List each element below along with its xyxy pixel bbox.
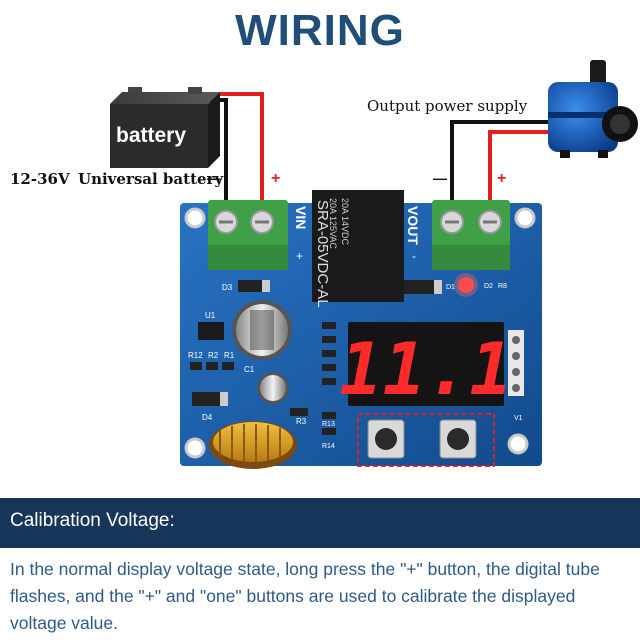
board-plus-label: + (296, 249, 303, 263)
battery-name-label: battery (116, 124, 187, 147)
output-negative-wire (450, 120, 548, 206)
battery-voltage-label: 12-36V (10, 170, 70, 188)
diode-near-led (404, 280, 442, 294)
label-d4: D4 (202, 413, 213, 422)
output-terminal-block (432, 200, 510, 270)
page-title: WIRING (235, 6, 405, 55)
label-v1: V1 (514, 415, 523, 422)
mounting-hole (184, 207, 206, 229)
relay: 20A 14VDC 20A 125VAC SRA-05VDC-AL (312, 190, 404, 308)
label-r12: R12 (188, 351, 203, 360)
section-header-bar: Calibration Voltage: (0, 498, 640, 548)
buttons-highlight (357, 413, 495, 467)
label-u1: U1 (205, 311, 216, 320)
battery-negative-label: — (207, 170, 221, 186)
wiring-diagram: 20A 14VDC 20A 125VAC SRA-05VDC-AL VIN VO… (110, 60, 638, 469)
calibration-description: In the normal display voltage state, lon… (10, 559, 600, 633)
mounting-hole (184, 437, 206, 459)
resistor-r12 (190, 362, 202, 370)
label-r3: R3 (296, 417, 307, 426)
diode-d4 (192, 392, 228, 406)
vout-label: VOUT (405, 206, 421, 245)
output-wires (450, 120, 548, 206)
vin-label: VIN (293, 206, 309, 229)
input-terminal-block (208, 200, 288, 270)
resistor-r2 (206, 362, 218, 370)
relay-rating-1: 20A 14VDC (340, 198, 350, 246)
capacitor-large (232, 300, 292, 360)
label-r13: R13 (322, 421, 335, 428)
battery-positive-label: + (271, 170, 281, 187)
output-positive-label: + (497, 170, 507, 187)
output-caption-label: Output power supply (367, 97, 528, 115)
resistor-r3 (290, 408, 308, 416)
label-c1: C1 (244, 365, 255, 374)
label-r2: R2 (208, 351, 219, 360)
battery-positive-wire (208, 92, 264, 206)
battery-caption-label: Universal battery (78, 170, 224, 188)
label-r1: R1 (224, 351, 235, 360)
output-positive-wire (488, 130, 548, 206)
led-d1 (458, 277, 474, 293)
toroid-inductor (209, 421, 297, 469)
label-r14: R14 (322, 443, 335, 450)
label-d2: D2 (484, 283, 493, 290)
mounting-hole (514, 207, 536, 229)
label-d1: D1 (446, 284, 455, 291)
board-minus-label: - (412, 249, 416, 263)
minus-button[interactable] (439, 419, 477, 459)
mounting-hole (507, 433, 529, 455)
pcb-board: 20A 14VDC 20A 125VAC SRA-05VDC-AL VIN VO… (180, 190, 542, 469)
chip-u1 (198, 322, 224, 340)
display-digits: 11.1 (339, 327, 512, 411)
capacitor-small (257, 372, 289, 404)
battery-icon (110, 87, 220, 168)
relay-model: SRA-05VDC-AL (314, 200, 331, 308)
seven-segment-display (348, 322, 504, 406)
label-r8: R8 (498, 283, 507, 290)
section-header-label: Calibration Voltage: (10, 510, 175, 531)
label-d3: D3 (222, 283, 233, 292)
output-negative-label: — (433, 170, 447, 186)
plus-button[interactable] (367, 419, 405, 459)
resistor-r1 (222, 362, 234, 370)
header-pins (508, 330, 524, 396)
relay-rating-2: 20A 125VAC (328, 198, 338, 249)
water-pump-icon (548, 60, 638, 158)
